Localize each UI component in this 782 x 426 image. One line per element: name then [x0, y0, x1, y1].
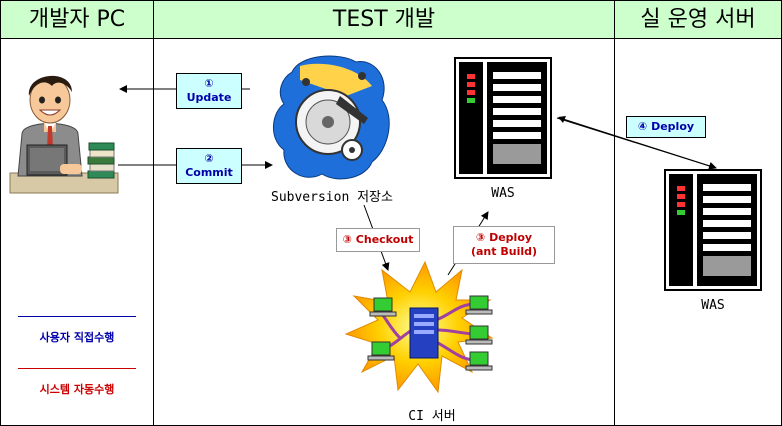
column-header-production: 실 운영 서버	[640, 7, 756, 32]
update-step-label: Update	[186, 91, 232, 104]
header-band	[1, 1, 781, 38]
was-test-server-icon	[454, 57, 552, 179]
commit-step-number: ②	[204, 152, 214, 165]
deploy-ci-step-sub: (ant Build)	[470, 245, 538, 258]
deploy-prod-arrowhead-start	[558, 116, 566, 123]
column-header-test-dev: TEST 개발	[332, 7, 436, 32]
was-prod-caption: WAS	[701, 298, 725, 313]
deploy-prod-step-label: Deploy	[651, 120, 695, 133]
checkout-step-number: ③	[342, 233, 352, 246]
ci-caption: CI 서버	[408, 409, 456, 424]
update-step-tag: ① Update	[176, 73, 242, 109]
commit-step-label: Commit	[185, 166, 233, 179]
update-step-number: ①	[204, 77, 214, 90]
deploy-ci-step-tag: ③ Deploy (ant Build)	[453, 226, 555, 264]
books-icon	[87, 142, 115, 179]
developer-person-icon	[9, 75, 119, 194]
subversion-repository-icon	[273, 55, 390, 180]
checkout-step-label: Checkout	[355, 233, 414, 246]
deploy-ci-step-number: ③	[475, 231, 486, 244]
checkout-step-tag: ③ Checkout	[336, 228, 420, 252]
legend-manual-label: 사용자 직접수행	[39, 331, 115, 344]
legend-system-label: 시스템 자동수행	[39, 383, 115, 396]
deploy-prod-step-number: ④	[637, 120, 648, 133]
svn-caption: Subversion 저장소	[271, 190, 393, 205]
commit-step-tag: ② Commit	[176, 148, 242, 184]
deploy-ci-step-label: Deploy	[489, 231, 533, 244]
deploy-prod-line	[556, 117, 717, 169]
column-header-developer-pc: 개발자 PC	[28, 7, 126, 32]
deploy-prod-step-tag: ④ Deploy	[626, 116, 706, 138]
ci-server-icon	[344, 260, 494, 394]
was-prod-server-icon	[664, 169, 762, 291]
was-test-caption: WAS	[491, 186, 515, 201]
